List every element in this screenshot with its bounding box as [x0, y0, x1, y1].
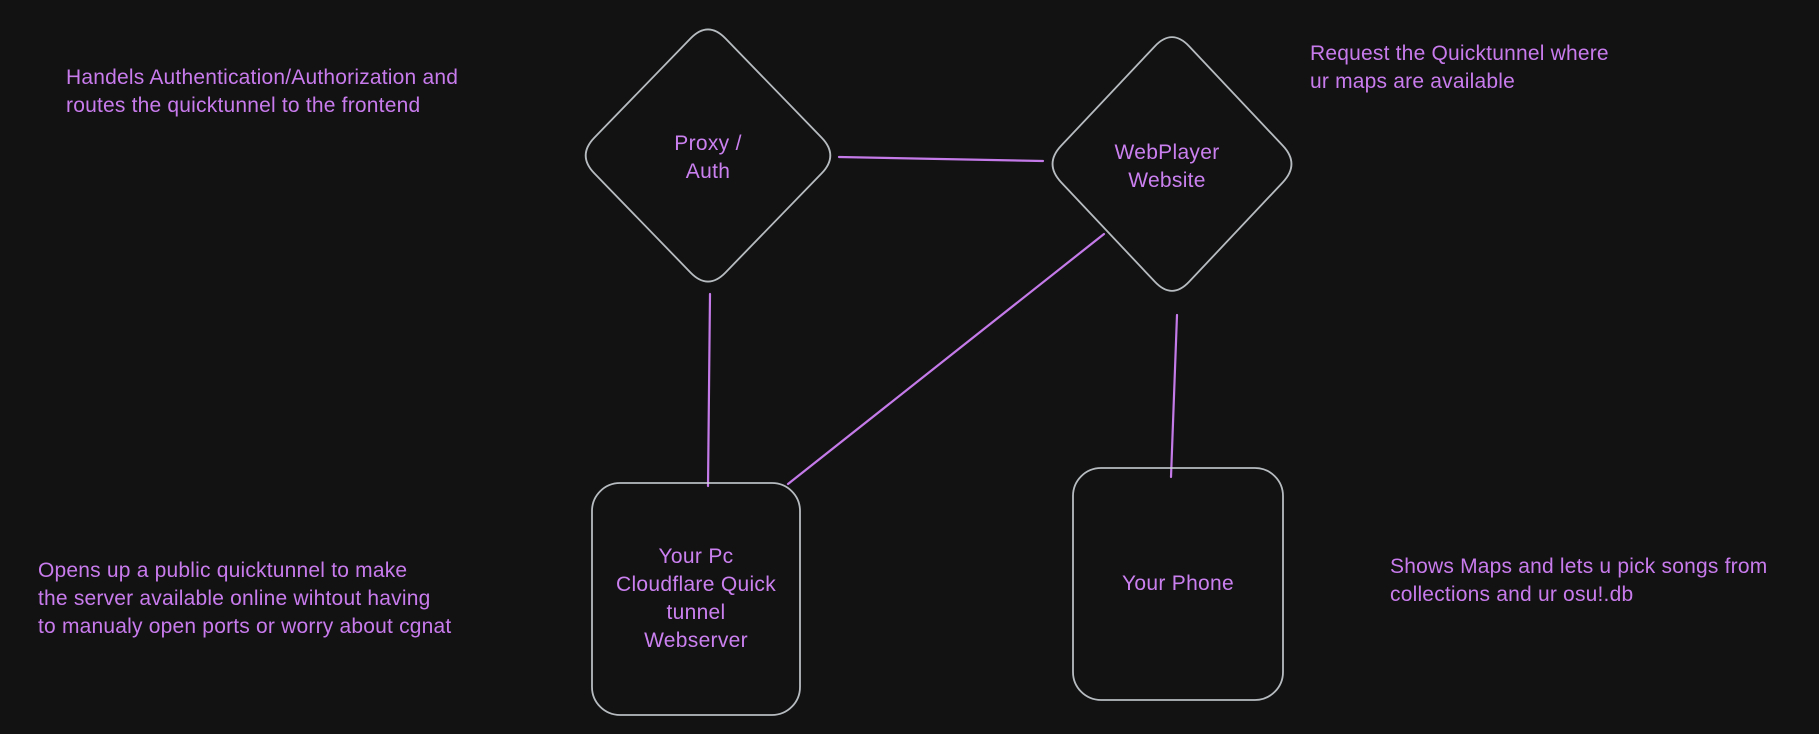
connector-webplayer-to-yourphone[interactable]: [1169, 313, 1179, 479]
your-pc-label: Your Pc Cloudflare Quick tunnel Webserve…: [615, 545, 777, 652]
webplayer-website-label: WebPlayer Website: [1114, 141, 1220, 192]
annotation-bottom-left[interactable]: Opens up a public quicktunnel to make th…: [38, 559, 452, 638]
connector-yourpc-to-webplayer[interactable]: [786, 232, 1106, 486]
proxy-auth-node[interactable]: [584, 28, 832, 283]
annotation-top-right[interactable]: Request the Quicktunnel where ur maps ar…: [1310, 42, 1609, 93]
your-phone-node[interactable]: [1072, 467, 1284, 701]
connector-proxy-to-yourpc[interactable]: [706, 292, 712, 488]
your-pc-node[interactable]: [591, 482, 801, 716]
annotation-top-left[interactable]: Handels Authentication/Authorization and…: [66, 66, 459, 117]
webplayer-website-node[interactable]: [1051, 36, 1293, 292]
annotation-bottom-right[interactable]: Shows Maps and lets u pick songs from co…: [1390, 555, 1768, 606]
proxy-auth-label: Proxy / Auth: [674, 132, 742, 183]
connector-proxy-to-webplayer[interactable]: [837, 155, 1045, 163]
your-phone-label: Your Phone: [1122, 572, 1234, 595]
